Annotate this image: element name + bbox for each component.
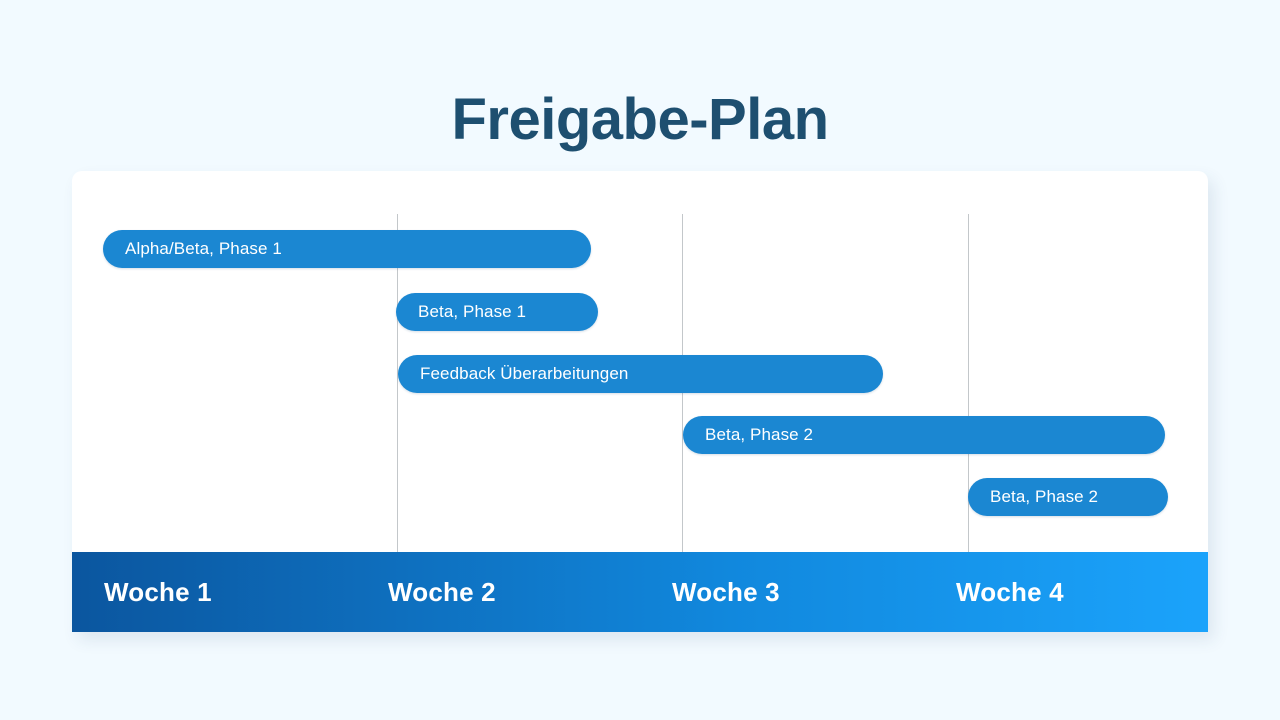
gantt-chart-card: Alpha/Beta, Phase 1 Beta, Phase 1 Feedback… <box>72 171 1208 632</box>
axis-cell-week-3: Woche 3 <box>640 552 924 632</box>
axis-label: Woche 2 <box>388 576 496 607</box>
gantt-bar-label: Alpha/Beta, Phase 1 <box>125 239 282 258</box>
gantt-bar-label: Beta, Phase 1 <box>418 302 527 321</box>
axis-cell-week-2: Woche 2 <box>356 552 640 632</box>
axis-cell-week-1: Woche 1 <box>72 552 356 632</box>
axis-label: Woche 3 <box>672 576 780 607</box>
gantt-bar[interactable]: Feedback Überarbeitungen <box>398 355 883 393</box>
timeline-axis: Woche 1 Woche 2 Woche 3 Woche 4 <box>72 552 1208 632</box>
page-title: Freigabe-Plan <box>451 87 829 152</box>
axis-label: Woche 1 <box>104 576 212 607</box>
gantt-bar-label: Feedback Überarbeitungen <box>420 364 629 383</box>
gantt-bar-label: Beta, Phase 2 <box>990 487 1099 506</box>
axis-cell-week-4: Woche 4 <box>924 552 1208 632</box>
gantt-bar[interactable]: Beta, Phase 1 <box>396 293 598 331</box>
gantt-bar[interactable]: Beta, Phase 2 <box>968 478 1168 516</box>
gantt-bar-label: Beta, Phase 2 <box>705 425 814 444</box>
gantt-bar[interactable]: Alpha/Beta, Phase 1 <box>103 230 591 268</box>
gantt-bar[interactable]: Beta, Phase 2 <box>683 416 1165 454</box>
gantt-plot-area: Alpha/Beta, Phase 1 Beta, Phase 1 Feedback… <box>72 171 1208 552</box>
axis-label: Woche 4 <box>956 576 1064 607</box>
